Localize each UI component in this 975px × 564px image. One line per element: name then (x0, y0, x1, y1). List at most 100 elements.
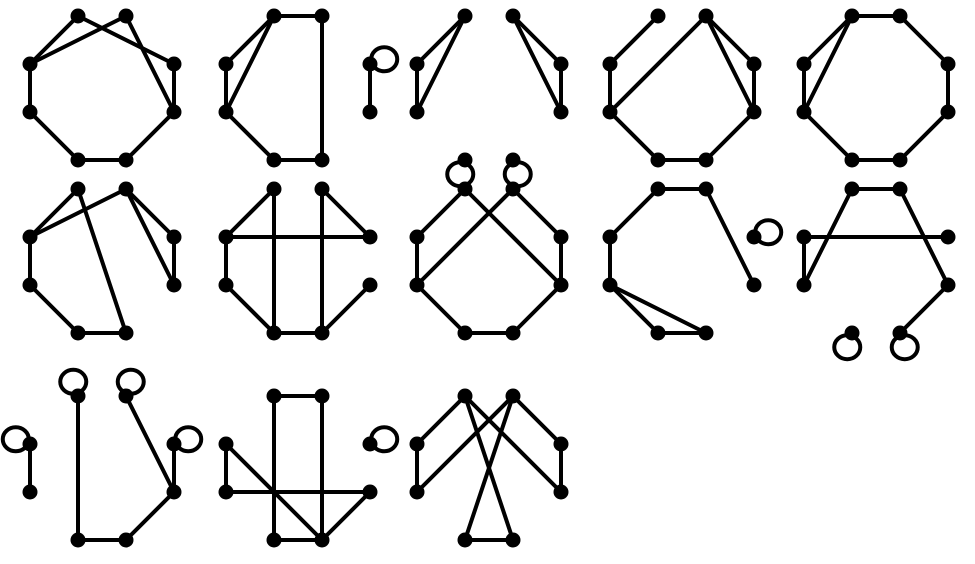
graph-edge (511, 394, 563, 446)
graph-edge (511, 187, 563, 239)
graph-edge (124, 14, 176, 114)
graph-node (166, 56, 182, 72)
graph-node (409, 436, 425, 452)
graph-node (118, 8, 134, 24)
graph-node (650, 325, 666, 341)
graph-node (166, 277, 182, 293)
graph-12 (218, 388, 400, 548)
graph-node (746, 104, 762, 120)
graph-node (892, 181, 908, 197)
graph-edge (415, 14, 467, 66)
graph-node (698, 8, 714, 24)
graph-edge (463, 187, 563, 287)
graph-node (457, 388, 473, 404)
graph-node (796, 229, 812, 245)
graph-node (892, 152, 908, 168)
graph-node (166, 436, 182, 452)
graph-node (844, 181, 860, 197)
graph-7 (218, 181, 378, 341)
graph-node (844, 152, 860, 168)
graph-node (314, 152, 330, 168)
graph-edge (802, 14, 854, 66)
graph-edge (124, 490, 176, 542)
graph-node (362, 104, 378, 120)
graph-edge (608, 110, 660, 162)
graph-edge (28, 14, 80, 66)
graph-node (22, 484, 38, 500)
graph-node (457, 181, 473, 197)
graph-node (505, 325, 521, 341)
graph-node (70, 532, 86, 548)
graph-edge (124, 110, 176, 162)
graph-node (314, 325, 330, 341)
graph-10 (796, 181, 956, 362)
graph-node (314, 532, 330, 548)
graph-node (892, 325, 908, 341)
graph-node (796, 56, 812, 72)
graph-node (266, 8, 282, 24)
graph-node (314, 8, 330, 24)
graph-edge (608, 187, 660, 239)
graph-node (796, 277, 812, 293)
graph-node (940, 229, 956, 245)
graph-node (553, 277, 569, 293)
graph-edge (608, 283, 660, 335)
graph-node (118, 388, 134, 404)
graph-edge (415, 394, 515, 494)
graph-node (314, 388, 330, 404)
graph-node (602, 229, 618, 245)
graph-4 (602, 8, 762, 168)
graph-node (409, 56, 425, 72)
graph-node (218, 277, 234, 293)
graph-node (553, 56, 569, 72)
graph-edge (320, 283, 372, 335)
graph-node (22, 229, 38, 245)
graph-node (553, 436, 569, 452)
graph-edge (224, 14, 276, 114)
graph-3 (409, 8, 569, 189)
graph-node (457, 532, 473, 548)
graph-edge (415, 187, 515, 287)
graph-edge (704, 187, 756, 287)
graph-node (266, 388, 282, 404)
graph-node (505, 181, 521, 197)
graph-node (409, 484, 425, 500)
graph-edge (224, 14, 276, 66)
graph-node (362, 277, 378, 293)
graph-node (218, 56, 234, 72)
graph-edge (608, 283, 708, 335)
graph-node (362, 484, 378, 500)
graph-node (650, 181, 666, 197)
graph-edge (704, 14, 756, 114)
graph-node (166, 104, 182, 120)
graph-node (409, 104, 425, 120)
graph-node (505, 152, 521, 168)
graph-edge (124, 394, 176, 494)
graph-node (118, 181, 134, 197)
graph-edge (704, 14, 756, 66)
graph-edge (28, 110, 80, 162)
graph-13 (409, 388, 569, 548)
graph-node (553, 484, 569, 500)
graph-6 (22, 181, 182, 341)
graph-node (266, 181, 282, 197)
graph-edge (511, 14, 563, 66)
graph-node (553, 229, 569, 245)
graph-node (457, 152, 473, 168)
graph-node (70, 181, 86, 197)
graph-edge (415, 14, 467, 114)
graph-node (892, 8, 908, 24)
graph-edge (76, 187, 128, 335)
graph-edge (463, 394, 563, 494)
graph-node (746, 277, 762, 293)
graph-node (166, 484, 182, 500)
graph-edge (704, 110, 756, 162)
graph-node (602, 56, 618, 72)
graph-node (362, 229, 378, 245)
graph-edge (415, 187, 467, 239)
graph-node (505, 8, 521, 24)
graph-node (22, 56, 38, 72)
graph-edge (76, 14, 176, 66)
graph-node (844, 8, 860, 24)
graph-node (650, 152, 666, 168)
